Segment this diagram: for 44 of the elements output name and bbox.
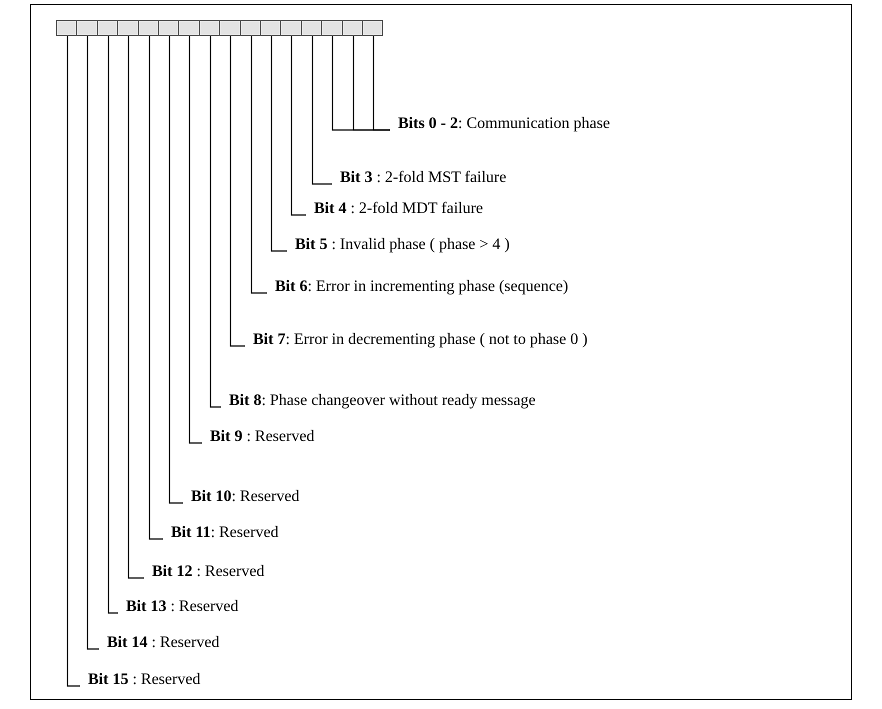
bit-description: Bit 9 : Reserved: [202, 425, 314, 449]
bit-description: Bit 10: Reserved: [183, 485, 300, 509]
bit-cell: [260, 20, 282, 36]
bit-cell: [76, 20, 98, 36]
leader-line: [290, 36, 306, 216]
leader-line: [108, 36, 118, 614]
bit-cell: [300, 20, 322, 36]
bit-cell: [280, 20, 302, 36]
bit-cell: [96, 20, 118, 36]
bit-description: Bit 6: Error in incrementing phase (sequence): [267, 275, 627, 299]
bit-cell: [342, 20, 363, 36]
bit-description: Bit 4 : 2-fold MDT failure: [306, 197, 484, 221]
bit-cell: [240, 20, 261, 36]
bit-cell: [178, 20, 200, 36]
bit-cell: [158, 20, 180, 36]
bit-cell: [321, 20, 343, 36]
bit-description: Bit 3 : 2-fold MST failure: [332, 166, 506, 190]
leader-line: [210, 36, 221, 408]
leader-line: [86, 36, 99, 650]
bit-description: Bits 0 - 2: Communication phase: [390, 112, 610, 136]
leader-line: [312, 36, 332, 185]
bit-cell: [138, 20, 159, 36]
bit-description: Bit 5 : Invalid phase ( phase > 4 ): [287, 233, 510, 257]
leader-line: [188, 36, 202, 444]
leader-line: [128, 36, 144, 579]
leader-line: [148, 36, 163, 540]
bit-description: Bit 15 : Reserved: [80, 668, 200, 692]
bit-cell: [117, 20, 139, 36]
bit-cell: [198, 20, 220, 36]
bit-description: Bit 12 : Reserved: [144, 560, 264, 584]
leader-line: [372, 36, 390, 131]
leader-line: [66, 36, 80, 687]
bit-cell: [362, 20, 384, 36]
leader-line: [250, 36, 267, 294]
leader-line: [168, 36, 183, 504]
bit-cell: [219, 20, 241, 36]
bit-description: Bit 11: Reserved: [163, 521, 279, 545]
bit-description: Bit 8: Phase changeover without ready message: [221, 389, 536, 413]
leader-line: [270, 36, 287, 252]
bit-description: Bit 7: Error in decrementing phase ( not to phase 0 ): [245, 328, 633, 352]
bit-cell: [56, 20, 78, 36]
bit-description: Bit 13 : Reserved: [118, 595, 238, 619]
leader-line: [230, 36, 245, 347]
bit-description: Bit 14 : Reserved: [99, 631, 220, 655]
